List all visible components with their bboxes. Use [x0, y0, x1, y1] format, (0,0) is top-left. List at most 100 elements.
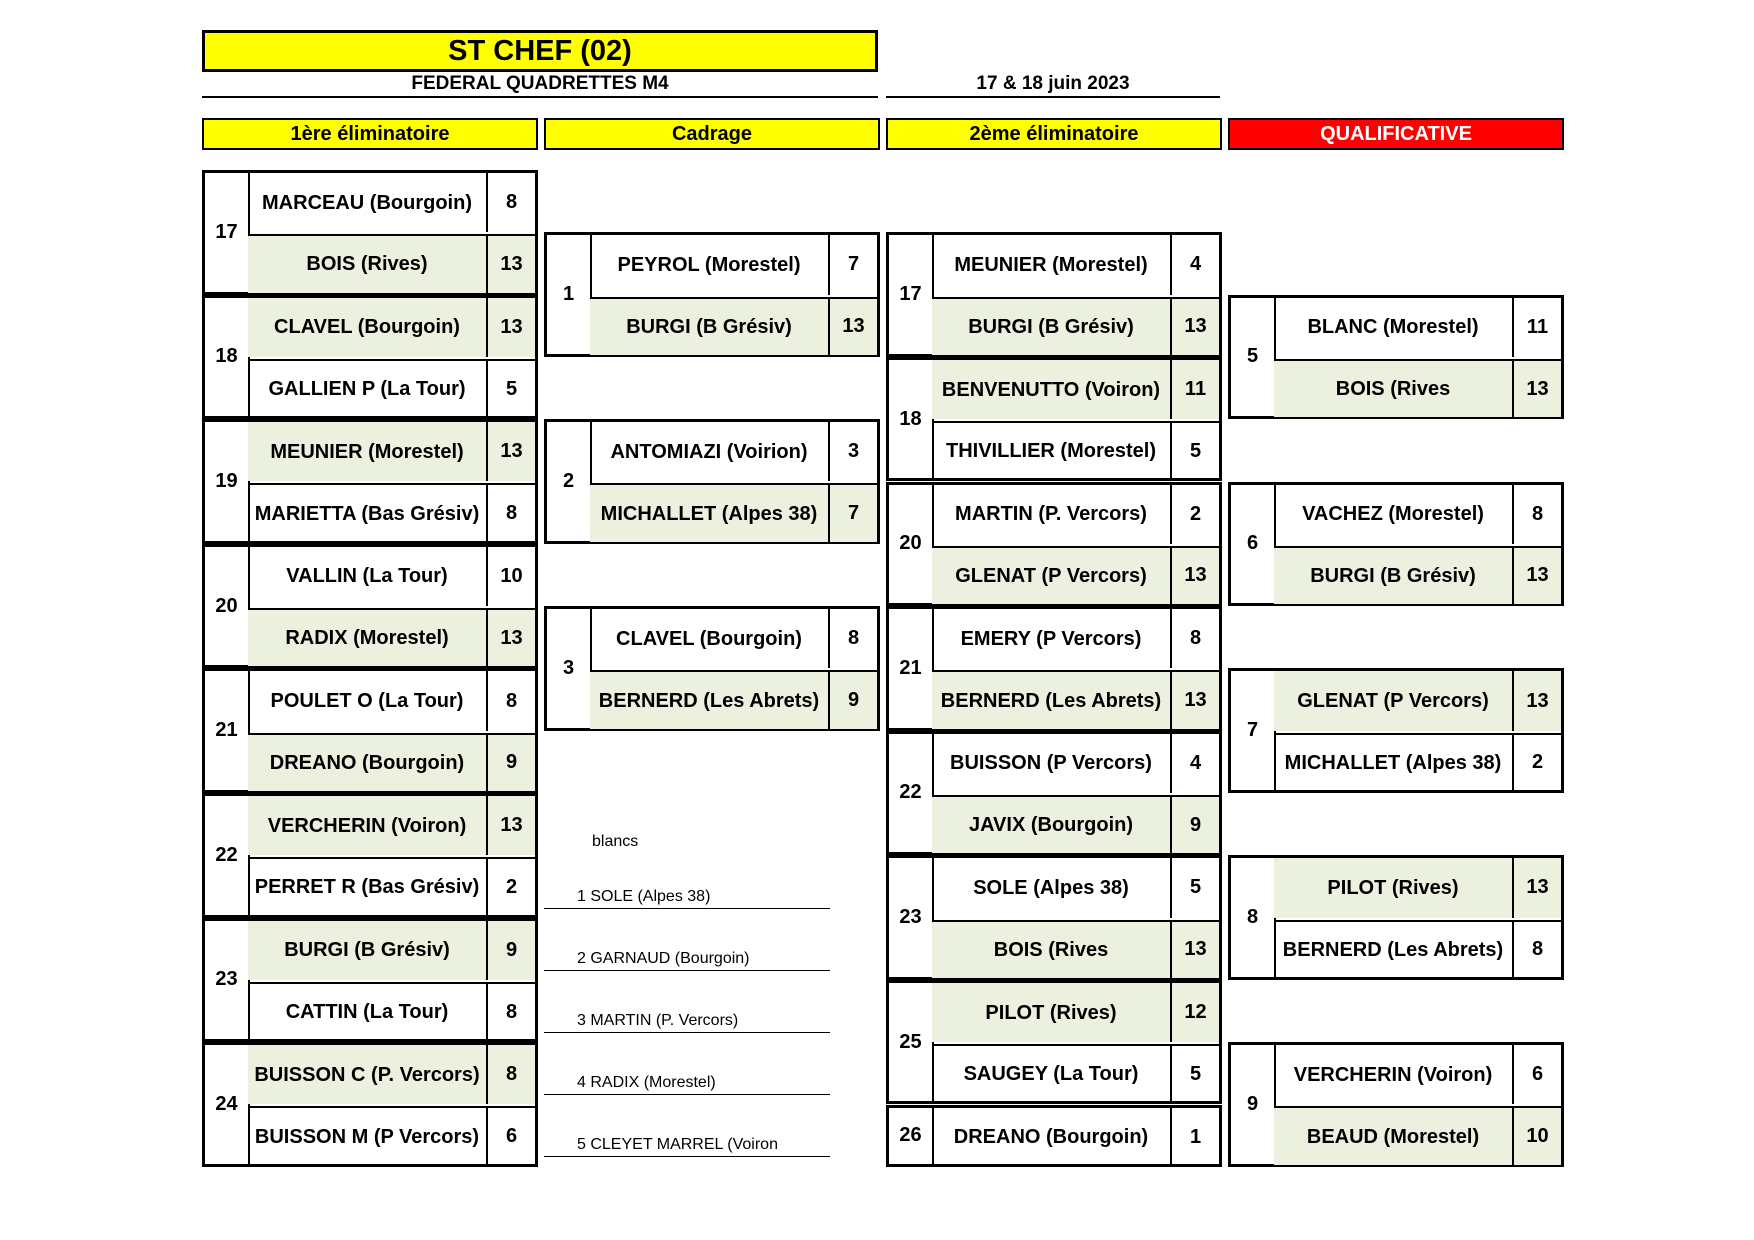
blanc-item: 4 RADIX (Morestel)	[544, 1069, 830, 1095]
team-name: BURGI (B Grésiv)	[1310, 564, 1476, 587]
team-row: BUISSON M (P Vercors)6	[248, 1106, 535, 1165]
team-name: ANTOMIAZI (Voirion)	[610, 440, 808, 463]
team-score: 5	[1170, 1046, 1219, 1103]
team-score: 8	[486, 485, 535, 542]
team-score: 10	[486, 546, 535, 607]
match-number: 25	[889, 982, 934, 1102]
team-score: 13	[486, 236, 535, 293]
team-row: VALLIN (La Tour) 10	[248, 546, 535, 607]
team-name: BOIS (Rives	[993, 938, 1109, 961]
stage-header-second-elim: 2ème éliminatoire	[886, 118, 1222, 150]
team-score: 8	[486, 173, 535, 233]
team-row: BOIS (Rives 13	[1274, 358, 1561, 418]
match-number: 26	[889, 1107, 934, 1164]
team-row: PILOT (Rives)13	[1274, 858, 1561, 918]
team-row: BUISSON C (P. Vercors)8	[248, 1045, 535, 1105]
match-number: 18	[889, 359, 934, 479]
team-name: EMERY (P Vercors)	[960, 627, 1142, 650]
team-name: BURGI (B Grésiv)	[284, 939, 450, 962]
team-score: 3	[828, 422, 877, 482]
match-number: 1	[547, 235, 592, 354]
team-score: 13	[828, 298, 877, 355]
team-score: 10	[1512, 1108, 1561, 1165]
team-row: ANTOMIAZI (Voirion) 3	[590, 422, 877, 482]
team-name: MARCEAU (Bourgoin)	[262, 191, 472, 214]
team-score: 8	[1170, 609, 1219, 669]
competition-subtitle: FEDERAL QUADRETTES M4	[202, 72, 878, 98]
team-name: RADIX (Morestel)	[285, 627, 449, 650]
team-row: BERNERD (Les Abrets)9	[590, 670, 877, 729]
team-name: BOIS (Rives	[1335, 378, 1451, 401]
team-row: MEUNIER (Morestel) 4	[932, 235, 1219, 295]
team-name: SOLE (Alpes 38)	[973, 876, 1129, 899]
match-number: 7	[1231, 671, 1276, 790]
match-number: 17	[205, 173, 250, 292]
team-score: 9	[486, 734, 535, 791]
team-row: PEYROL (Morestel)7	[590, 235, 877, 295]
match-number: 2	[547, 422, 592, 541]
team-score: 6	[486, 1108, 535, 1165]
page-title: ST CHEF (02)	[202, 30, 878, 72]
team-name: VALLIN (La Tour)	[286, 565, 448, 588]
team-name: JAVIX (Bourgoin)	[968, 814, 1134, 837]
team-score: 11	[1512, 297, 1561, 357]
team-row: PERRET R (Bas Grésiv)2	[248, 857, 535, 916]
team-score: 8	[486, 671, 535, 731]
match-number: 23	[889, 858, 934, 977]
event-date: 17 & 18 juin 2023	[886, 72, 1220, 98]
team-name: BLANC (Morestel)	[1307, 316, 1479, 339]
team-name: GLENAT (P Vercors)	[955, 564, 1147, 587]
team-row: MARCEAU (Bourgoin) 8	[248, 173, 535, 233]
team-row: BENVENUTTO (Voiron)11	[932, 359, 1219, 420]
team-score: 13	[1512, 360, 1561, 418]
team-score: 4	[1170, 235, 1219, 295]
team-score: 1	[1170, 1107, 1219, 1167]
team-name: MEUNIER (Morestel)	[954, 253, 1148, 276]
team-name: DREANO (Bourgoin)	[953, 1126, 1149, 1149]
team-name: BUISSON C (P. Vercors)	[254, 1063, 480, 1086]
blanc-item: 3 MARTIN (P. Vercors)	[544, 1007, 830, 1033]
team-name: BERNERD (Les Abrets)	[1282, 938, 1504, 961]
team-row: MICHALLET (Alpes 38)7	[590, 483, 877, 542]
blanc-item: 5 CLEYET MARREL (Voiron	[544, 1131, 830, 1157]
match-number: 8	[1231, 858, 1276, 977]
team-score: 5	[1170, 423, 1219, 480]
team-row: VERCHERIN (Voiron)6	[1274, 1045, 1561, 1105]
team-row: EMERY (P Vercors) 8	[932, 609, 1219, 669]
team-name: CLAVEL (Bourgoin)	[616, 627, 802, 650]
stage-header-first-elim: 1ère éliminatoire	[202, 118, 538, 150]
match-number: 6	[1231, 484, 1276, 604]
team-row: BURGI (B Grésiv)13	[932, 296, 1219, 355]
team-score: 5	[1170, 858, 1219, 918]
team-score: 5	[486, 360, 535, 418]
team-score: 13	[1512, 858, 1561, 918]
team-score: 9	[486, 920, 535, 980]
team-row: SOLE (Alpes 38) 5	[932, 858, 1219, 918]
blancs-title: blancs	[592, 833, 639, 850]
team-score: 4	[1170, 733, 1219, 793]
blanc-item: 2 GARNAUD (Bourgoin)	[544, 945, 830, 971]
team-name: CLAVEL (Bourgoin)	[274, 316, 460, 339]
match-number: 21	[205, 671, 250, 790]
team-row: PILOT (Rives)12	[932, 982, 1219, 1043]
blanc-item: 1 SOLE (Alpes 38)	[544, 883, 830, 909]
team-row: VACHEZ (Morestel)8	[1274, 484, 1561, 544]
team-score: 2	[1512, 734, 1561, 791]
team-row: THIVILLIER (Morestel)5	[932, 421, 1219, 480]
team-row: RADIX (Morestel)13	[248, 608, 535, 667]
team-row: BEAUD (Morestel)10	[1274, 1106, 1561, 1165]
